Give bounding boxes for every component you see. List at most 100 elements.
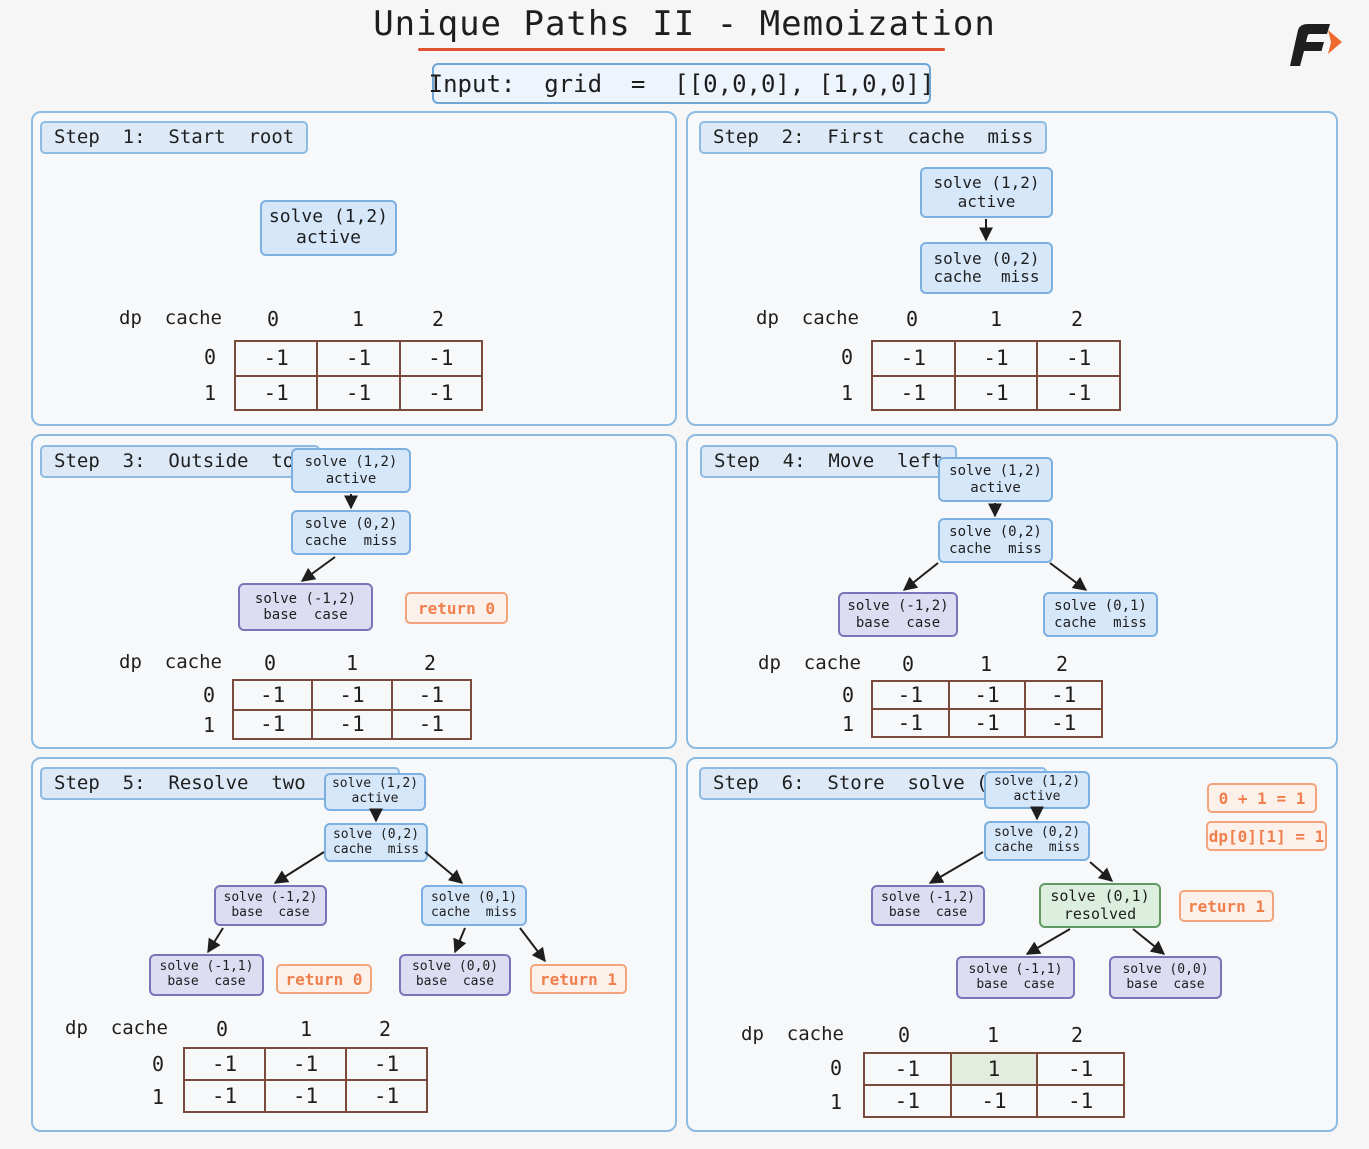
step-4-dp-table: -1 -1 -1 -1 -1 -1: [871, 680, 1103, 738]
dp-cell: -1: [949, 1084, 1039, 1118]
dp-row: -1 -1 -1: [231, 708, 473, 740]
step-1-col-0: 0: [266, 307, 280, 331]
dp-cell: -1: [863, 1052, 952, 1086]
dp-cell: -1: [345, 1079, 428, 1113]
dp-cell: -1: [1036, 1084, 1125, 1118]
page-title: Unique Paths II - Memoization: [373, 4, 996, 44]
step-5-col-0: 0: [215, 1017, 229, 1041]
node-title: solve (-1,1): [159, 959, 254, 975]
step-5-col-2: 2: [378, 1017, 392, 1041]
step-5-return-1-note: return 1: [530, 964, 627, 994]
dp-row: -1 -1 -1: [233, 374, 484, 411]
step-1-node-solve-1-2: solve (1,2) active: [260, 200, 397, 256]
dp-cell: -1: [871, 708, 950, 738]
dp-row: -1 -1 -1: [871, 374, 1121, 411]
step-6-node-solve-minus1-1: solve (-1,1) base case: [956, 956, 1075, 999]
node-title: solve (0,0): [411, 959, 499, 975]
step-2-row-1: 1: [840, 381, 854, 405]
node-title: solve (1,2): [993, 774, 1081, 790]
node-title: solve (1,2): [268, 206, 389, 228]
step-2-row-0: 0: [840, 345, 854, 369]
step-6-node-solve-minus1-2: solve (-1,2) base case: [871, 885, 985, 926]
node-title: solve (-1,2): [847, 598, 949, 615]
node-status: active: [970, 479, 1021, 496]
dp-cell: -1: [231, 708, 314, 740]
node-status: cache miss: [304, 532, 398, 549]
node-title: solve (0,0): [1122, 961, 1209, 977]
dp-cell: -1: [1036, 340, 1121, 377]
node-status: base case: [263, 607, 348, 623]
dp-cell: -1: [871, 374, 956, 411]
step-6-sum-note: 0 + 1 = 1: [1207, 783, 1317, 813]
dp-cell: -1: [345, 1047, 428, 1081]
step-3-dp-label: dp cache: [119, 651, 222, 673]
dp-cell: -1: [264, 1079, 347, 1113]
node-status: base case: [1126, 976, 1205, 992]
node-title: solve (0,2): [933, 248, 1040, 268]
step-2-node-solve-1-2: solve (1,2) active: [920, 167, 1053, 218]
node-status: base case: [855, 614, 941, 631]
node-title: solve (0,2): [993, 825, 1081, 841]
dp-row: -1 -1 -1: [863, 1084, 1125, 1118]
step-4-row-1: 1: [841, 712, 855, 736]
node-title: solve (1,2): [949, 463, 1042, 480]
dp-cell: -1: [953, 374, 1039, 411]
node-status: resolved: [1063, 904, 1137, 923]
step-4-node-solve-0-1: solve (0,1) cache miss: [1043, 592, 1158, 637]
step-5-dp-table: -1 -1 -1 -1 -1 -1: [183, 1047, 428, 1113]
node-title: solve (0,2): [332, 826, 420, 842]
dp-cell: -1: [1036, 1052, 1125, 1086]
step-5-col-1: 1: [299, 1017, 313, 1041]
step-6-node-solve-0-2: solve (0,2) cache miss: [984, 821, 1090, 861]
node-status: active: [1013, 789, 1061, 804]
dp-cell: -1: [398, 340, 484, 377]
dp-cell-updated: 1: [949, 1052, 1039, 1086]
step-5-node-solve-1-2: solve (1,2) active: [324, 773, 426, 811]
node-title: solve (0,1): [1050, 887, 1150, 906]
dp-cell: -1: [316, 374, 401, 411]
step-5-row-0: 0: [151, 1052, 165, 1076]
step-2-label: Step 2: First cache miss: [699, 121, 1048, 154]
node-status: base case: [167, 974, 246, 989]
step-6-node-solve-0-1: solve (0,1) resolved: [1039, 883, 1161, 928]
step-1-col-2: 2: [431, 307, 445, 331]
node-title: solve (1,2): [933, 173, 1040, 193]
step-1-dp-table: -1 -1 -1 -1 -1 -1: [233, 340, 484, 411]
node-status: active: [957, 191, 1016, 211]
node-title: solve (1,2): [331, 776, 419, 792]
step-5-node-solve-minus1-2: solve (-1,2) base case: [214, 885, 327, 926]
node-status: cache miss: [430, 904, 518, 920]
step-5-node-solve-0-1: solve (0,1) cache miss: [421, 885, 527, 926]
step-4-col-1: 1: [979, 652, 993, 676]
dp-cell: -1: [947, 680, 1027, 710]
step-6-node-solve-1-2: solve (1,2) active: [984, 771, 1090, 809]
step-3-label: Step 3: Outside top: [40, 445, 320, 478]
step-6-return-note: return 1: [1179, 890, 1274, 922]
node-title: solve (-1,2): [223, 889, 318, 905]
node-status: base case: [415, 974, 495, 989]
step-6-row-0: 0: [829, 1056, 843, 1080]
step-3-row-0: 0: [202, 683, 216, 707]
step-2-col-0: 0: [905, 307, 919, 331]
node-title: solve (-1,2): [881, 889, 975, 905]
dp-cell: -1: [398, 374, 484, 411]
step-3-col-2: 2: [423, 651, 437, 675]
node-status: cache miss: [933, 267, 1040, 286]
node-status: active: [351, 791, 399, 806]
node-status: base case: [976, 976, 1055, 992]
step-5-node-solve-minus1-1: solve (-1,1) base case: [149, 954, 264, 996]
step-6-col-0: 0: [897, 1023, 911, 1047]
dp-cell: -1: [183, 1079, 266, 1113]
node-title: solve (0,1): [430, 889, 518, 905]
step-3-node-solve-1-2: solve (1,2) active: [291, 448, 411, 493]
node-title: solve (0,2): [304, 516, 398, 533]
dp-cell: -1: [953, 340, 1039, 377]
step-6-store-note: dp[0][1] = 1: [1206, 821, 1327, 851]
step-2-col-2: 2: [1070, 307, 1084, 331]
node-title: solve (1,2): [304, 454, 398, 471]
node-status: cache miss: [332, 841, 420, 857]
step-5-return-0-note: return 0: [276, 964, 372, 994]
node-status: cache miss: [1054, 614, 1147, 631]
dp-row: -1 1 -1: [863, 1052, 1125, 1086]
dp-cell: -1: [1024, 680, 1103, 710]
